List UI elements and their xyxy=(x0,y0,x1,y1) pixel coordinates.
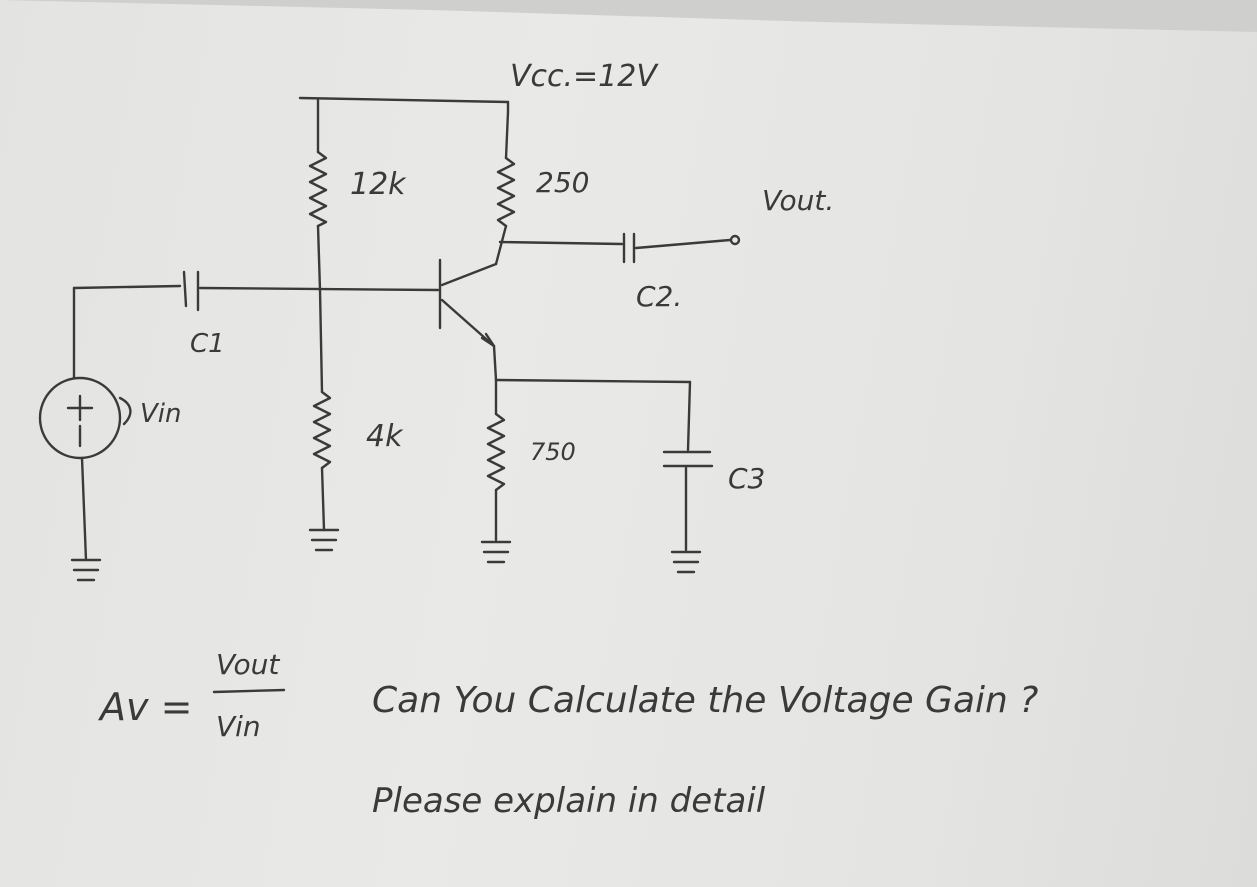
question-line-2: Please explain in detail xyxy=(372,781,766,821)
c1-plate-left xyxy=(182,270,188,308)
r1-label: 12k xyxy=(350,167,407,202)
r2-label: 4k xyxy=(366,419,404,454)
r2-top-wire xyxy=(318,288,324,394)
c2-label: C2. xyxy=(636,280,682,313)
wall-strip xyxy=(0,0,1257,32)
r1-bottom-wire xyxy=(316,224,322,292)
emitter-drop-wire xyxy=(492,344,498,382)
source-bottom-wire xyxy=(80,456,88,562)
r2-bottom-wire xyxy=(320,466,326,532)
base-wire xyxy=(198,286,440,292)
c3-top-wire xyxy=(686,380,692,452)
source-plus-sign xyxy=(66,394,94,422)
emitter-bypass-wire xyxy=(494,378,692,384)
vout-terminal xyxy=(729,234,741,246)
vin-bracket xyxy=(118,396,132,426)
voltage-source-icon xyxy=(38,376,122,460)
formula-numerator: Vout xyxy=(216,648,280,681)
rc-label: 250 xyxy=(536,166,589,199)
vcc-label: Vcc.=12V xyxy=(510,59,659,94)
rc-top-wire xyxy=(504,110,510,160)
transistor-emitter xyxy=(440,298,496,348)
formula-lhs: Av = xyxy=(97,685,192,729)
rc-bottom-wire xyxy=(494,224,508,266)
fraction-bar xyxy=(212,688,286,694)
vcc-rail xyxy=(298,96,510,104)
re-label: 750 xyxy=(530,438,576,466)
vout-wire xyxy=(634,238,732,250)
vin-label: Vin xyxy=(140,399,182,429)
resistor-r1 xyxy=(308,150,328,228)
ground-source-icon xyxy=(70,558,102,582)
c3-label: C3 xyxy=(728,462,765,495)
question-line-1: Can You Calculate the Voltage Gain ? xyxy=(372,680,1038,721)
formula-denominator: Vin xyxy=(216,710,261,743)
input-wire xyxy=(72,284,182,290)
ground-r2-icon xyxy=(308,528,340,552)
ground-re-icon xyxy=(480,540,512,564)
resistor-re xyxy=(486,412,506,492)
ground-c3-icon xyxy=(670,550,702,574)
collector-wire xyxy=(498,240,624,246)
resistor-r2 xyxy=(312,390,332,470)
resistor-rc xyxy=(496,156,516,228)
vout-label: Vout. xyxy=(762,184,834,217)
transistor-collector xyxy=(440,262,498,287)
c1-label: C1 xyxy=(190,329,225,359)
